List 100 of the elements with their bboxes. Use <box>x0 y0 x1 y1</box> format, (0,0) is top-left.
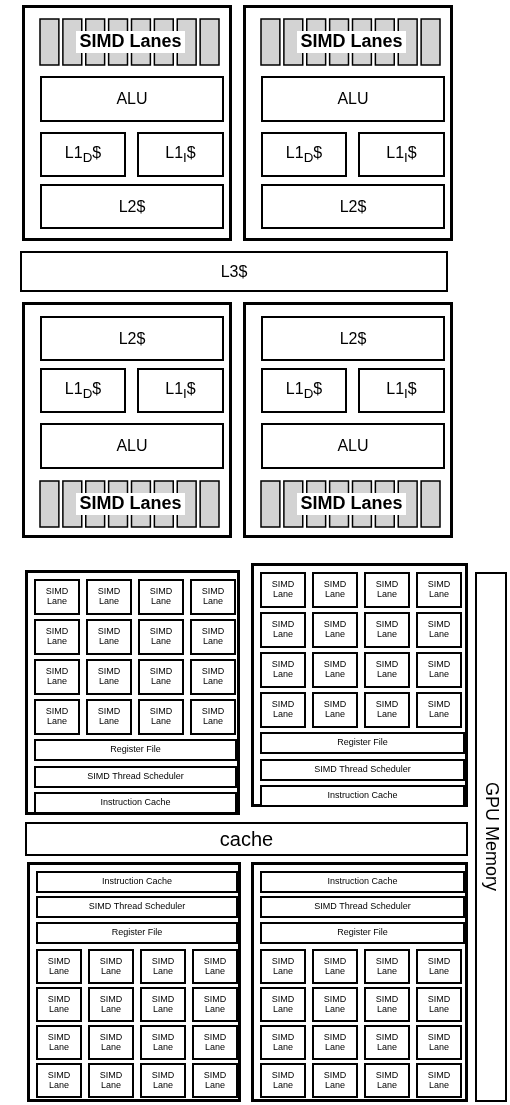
unit-label: Register File <box>111 928 163 938</box>
lane-box <box>312 652 358 688</box>
unit-label: SIMD Lane <box>98 1032 124 1053</box>
unit-label: Instruction Cache <box>327 791 398 801</box>
unit-label: SIMD Lane <box>200 587 226 607</box>
unit-box <box>34 792 237 814</box>
unit-box <box>261 316 445 361</box>
unit-label: SIMD Lane <box>150 994 176 1015</box>
unit-box <box>261 423 445 469</box>
lane-box <box>88 987 134 1022</box>
multiprocessor-box <box>251 563 468 807</box>
memory-box <box>475 572 507 1102</box>
lane-box <box>34 699 80 735</box>
unit-label: ALU <box>116 90 148 108</box>
lane-box <box>416 612 462 648</box>
unit-label: SIMD Lane <box>44 587 70 607</box>
lane-box <box>138 699 184 735</box>
unit-label: SIMD Lane <box>270 660 296 680</box>
unit-label: Instruction Cache <box>327 877 398 887</box>
lane-box <box>86 619 132 655</box>
multiprocessor-box <box>251 862 468 1102</box>
unit-box <box>36 871 238 893</box>
lane-box <box>34 579 80 615</box>
unit-label: SIMD Lane <box>322 660 348 680</box>
lane-box <box>364 949 410 984</box>
unit-label: SIMD Lane <box>374 1070 400 1091</box>
unit-label: SIMD Lane <box>96 627 122 647</box>
lane-box <box>416 572 462 608</box>
unit-label: SIMD Lane <box>150 1032 176 1053</box>
unit-box <box>260 896 465 918</box>
unit-label: L1$_{D}$$ <box>64 379 102 402</box>
unit-label: SIMD Lane <box>270 1070 296 1091</box>
lane-box <box>36 1025 82 1060</box>
unit-label: ALU <box>337 437 369 455</box>
unit-label: L2$ <box>339 329 367 348</box>
unit-label: ALU <box>116 437 148 455</box>
unit-box <box>40 132 126 177</box>
unit-box <box>261 76 445 122</box>
unit-label: SIMD Lane <box>46 956 72 977</box>
lane-box <box>140 949 186 984</box>
lane-box <box>88 1025 134 1060</box>
memory-label: GPU Memory <box>481 782 501 892</box>
unit-box <box>40 368 126 413</box>
lane-box <box>364 692 410 728</box>
unit-label: SIMD Lane <box>374 580 400 600</box>
unit-label: L1$_{I}$$ <box>386 379 417 402</box>
multiprocessor-box <box>25 570 240 815</box>
unit-label: SIMD Lane <box>426 994 452 1015</box>
unit-label: SIMD Lane <box>200 627 226 647</box>
unit-label: SIMD Lane <box>322 580 348 600</box>
unit-label: SIMD Lane <box>44 667 70 687</box>
unit-label: SIMD Lane <box>44 707 70 727</box>
lane-box <box>88 1063 134 1098</box>
lane-box <box>36 949 82 984</box>
lane-box <box>416 987 462 1022</box>
unit-label: SIMD Lane <box>150 1070 176 1091</box>
cache-box <box>20 251 448 292</box>
lane-box <box>364 572 410 608</box>
unit-box <box>260 922 465 944</box>
lane-box <box>260 652 306 688</box>
lane-box <box>260 987 306 1022</box>
cache-box <box>25 822 468 856</box>
unit-box <box>36 922 238 944</box>
lane-box <box>312 612 358 648</box>
lane-box <box>364 1025 410 1060</box>
unit-label: L1$_{I}$$ <box>165 143 196 166</box>
unit-label: SIMD Lane <box>374 620 400 640</box>
unit-label: L1$_{D}$$ <box>64 143 102 166</box>
unit-label: SIMD Lane <box>322 956 348 977</box>
unit-label: SIMD Lane <box>374 956 400 977</box>
core-box <box>243 302 453 538</box>
core-box <box>243 5 453 241</box>
unit-box <box>261 132 347 177</box>
lane-box <box>192 949 238 984</box>
lane-box <box>312 949 358 984</box>
unit-box <box>261 184 445 229</box>
unit-label: SIMD Thread Scheduler <box>314 765 411 775</box>
unit-label: SIMD Lane <box>148 667 174 687</box>
lane-box <box>192 987 238 1022</box>
unit-label: SIMD Lane <box>98 1070 124 1091</box>
lane-box <box>36 1063 82 1098</box>
unit-label: SIMD Lane <box>374 700 400 720</box>
unit-label: SIMD Lane <box>426 1032 452 1053</box>
lanes-label: SIMD Lanes <box>76 493 185 515</box>
lane-box <box>312 1063 358 1098</box>
unit-label: SIMD Lane <box>322 620 348 640</box>
lane-box <box>86 699 132 735</box>
lane-box <box>312 572 358 608</box>
lane-box <box>312 692 358 728</box>
unit-label: SIMD Lane <box>46 1070 72 1091</box>
unit-label: SIMD Lane <box>374 994 400 1015</box>
unit-label: SIMD Lane <box>426 956 452 977</box>
unit-label: SIMD Lane <box>148 627 174 647</box>
lanes-label: SIMD Lanes <box>297 493 406 515</box>
lanes-label: SIMD Lanes <box>297 31 406 53</box>
unit-label: SIMD Lane <box>374 660 400 680</box>
unit-box <box>40 76 224 122</box>
unit-label: L2$ <box>118 329 146 348</box>
unit-label: SIMD Lane <box>374 1032 400 1053</box>
unit-label: SIMD Lane <box>270 580 296 600</box>
